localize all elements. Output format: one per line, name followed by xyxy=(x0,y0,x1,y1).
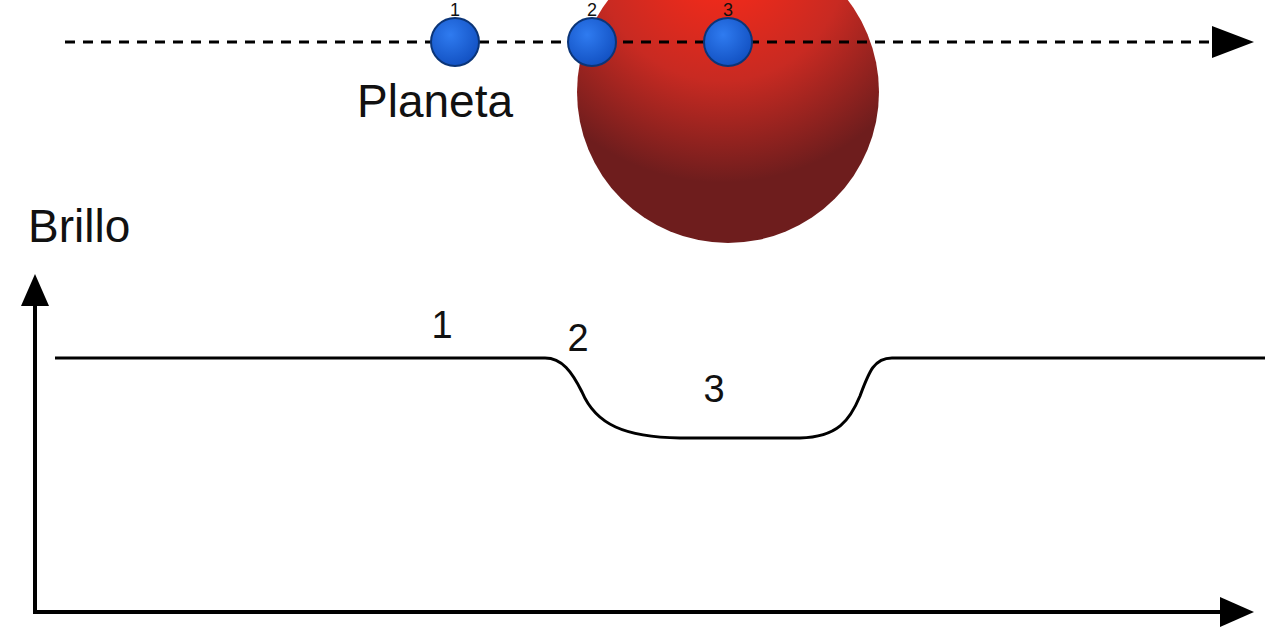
callout-number: 2 xyxy=(587,1,597,19)
callout-number: 2 xyxy=(567,319,588,357)
orbit-path xyxy=(65,41,1218,44)
arrowhead xyxy=(21,274,49,306)
planet xyxy=(704,18,752,66)
callout-number: 1 xyxy=(450,1,460,19)
callout-number: 1 xyxy=(431,306,452,344)
star xyxy=(577,0,879,243)
axis-label: Brillo xyxy=(28,203,130,249)
callout-number: 3 xyxy=(703,370,724,408)
arrowhead xyxy=(1212,26,1254,58)
callout-number: 3 xyxy=(723,1,733,19)
planet xyxy=(568,18,616,66)
planet xyxy=(431,18,479,66)
planet-label: Planeta xyxy=(357,78,513,124)
light-curve xyxy=(55,358,1265,438)
y-axis xyxy=(33,300,37,614)
arrowhead xyxy=(1220,597,1254,627)
x-axis xyxy=(33,610,1222,614)
